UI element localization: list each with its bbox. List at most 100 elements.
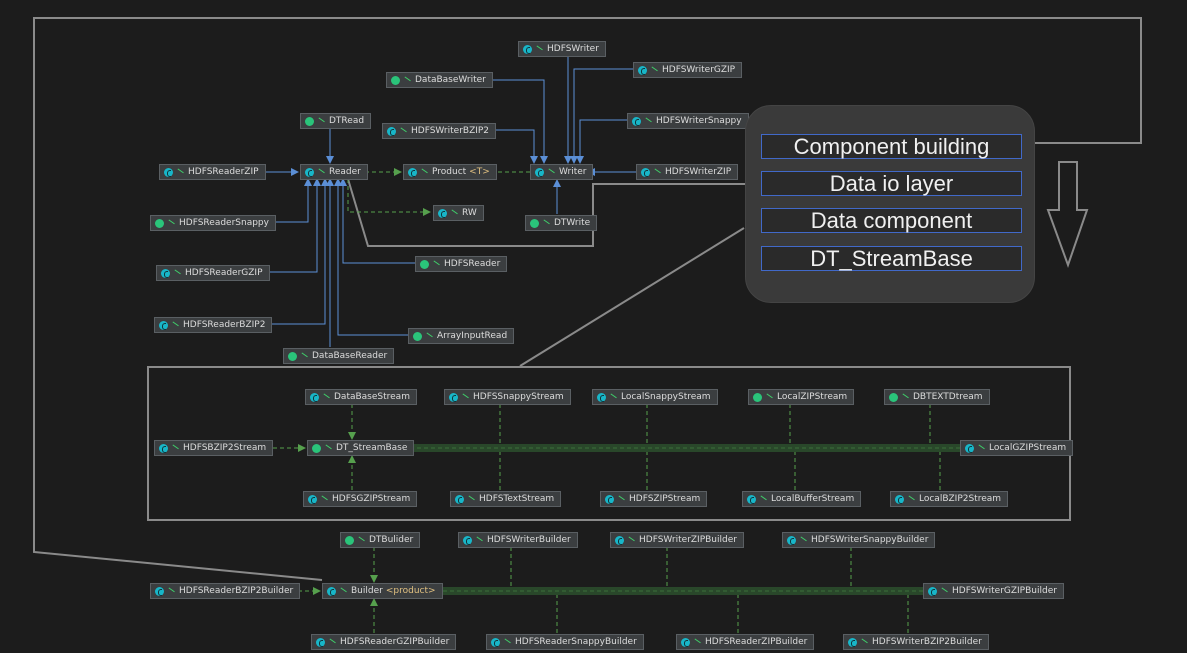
node-database-writer[interactable]: DataBaseWriter [386, 72, 493, 88]
node-label: Reader [329, 167, 361, 177]
node-label: Writer [559, 167, 587, 177]
link-icon [502, 637, 511, 647]
link-icon [449, 208, 458, 218]
node-hdfs-reader-snappy-builder[interactable]: HDFSReaderSnappyBuilder [486, 634, 644, 650]
node-dt-read[interactable]: DTRead [300, 113, 372, 129]
node-hdfs-zip-stream[interactable]: HDFSZIPStream [600, 491, 708, 507]
node-hdfs-reader-gzip[interactable]: HDFSReaderGZIP [156, 265, 270, 281]
link-icon [859, 637, 868, 647]
node-database-stream[interactable]: DataBaseStream [305, 389, 417, 405]
node-hdfs-reader-bzip2-builder[interactable]: HDFSReaderBZIP2Builder [150, 583, 301, 599]
node-dt-write[interactable]: DTWrite [525, 215, 598, 231]
node-hdfs-reader-bzip2[interactable]: HDFSReaderBZIP2 [154, 317, 273, 333]
legend-component-building: Component building [761, 134, 1022, 159]
node-hdfs-writer-snappy-builder[interactable]: HDFSWriterSnappyBuilder [782, 532, 936, 548]
node-rw[interactable]: RW [433, 205, 484, 221]
node-builder[interactable]: Builder<product> [322, 583, 443, 599]
node-hdfs-writer-snappy[interactable]: HDFSWriterSnappy [627, 113, 749, 129]
node-hdfs-snappy-stream[interactable]: HDFSSnappyStream [444, 389, 571, 405]
class-icon [155, 586, 164, 596]
node-hdfs-gzip-stream[interactable]: HDFSGZIPStream [303, 491, 418, 507]
node-label: DataBaseReader [312, 351, 388, 361]
node-hdfs-writer-bzip2-builder[interactable]: HDFSWriterBZIP2Builder [843, 634, 989, 650]
node-hdfs-reader[interactable]: HDFSReader [415, 256, 508, 272]
link-icon [643, 116, 652, 126]
node-hdfs-reader-zip-builder[interactable]: HDFSReaderZIPBuilder [676, 634, 815, 650]
node-hdfs-text-stream[interactable]: HDFSTextStream [450, 491, 562, 507]
node-local-bzip2-stream[interactable]: LocalBZIP2Stream [890, 491, 1009, 507]
link-icon [431, 259, 440, 269]
node-label: HDFSWriterZIP [665, 167, 732, 177]
node-label: HDFSWriterGZIPBuilder [952, 586, 1057, 596]
link-icon [338, 586, 347, 596]
link-icon [798, 535, 807, 545]
class-icon [535, 167, 544, 177]
node-label: LocalGZIPStream [989, 443, 1067, 453]
node-dbtext-dtream[interactable]: DBTEXTDtream [884, 389, 990, 405]
node-label: HDFSWriterBZIP2 [411, 126, 490, 136]
node-local-zip-stream[interactable]: LocalZIPStream [748, 389, 855, 405]
node-local-gzip-stream[interactable]: LocalGZIPStream [960, 440, 1074, 456]
interface-icon [530, 218, 539, 228]
link-icon [323, 443, 332, 453]
node-reader[interactable]: Reader [300, 164, 368, 180]
database-class-icon [391, 75, 400, 85]
node-local-buffer-stream[interactable]: LocalBufferStream [742, 491, 862, 507]
node-hdfs-reader-snappy[interactable]: HDFSReaderSnappy [150, 215, 276, 231]
link-icon [534, 44, 543, 54]
node-label: LocalBZIP2Stream [919, 494, 1002, 504]
class-icon [159, 443, 168, 453]
link-icon [166, 586, 175, 596]
interface-icon [312, 443, 321, 453]
link-icon [608, 392, 617, 402]
link-icon [321, 392, 330, 402]
interface-icon [413, 331, 422, 341]
layer-legend-panel: Component building Data io layer Data co… [745, 105, 1035, 303]
class-icon [638, 65, 647, 75]
class-icon [747, 494, 756, 504]
link-icon [398, 126, 407, 136]
node-local-snappy-stream[interactable]: LocalSnappyStream [592, 389, 718, 405]
class-icon [316, 637, 325, 647]
node-label: Builder [351, 586, 383, 596]
node-hdfs-writer-builder[interactable]: HDFSWriterBuilder [458, 532, 578, 548]
node-hdfs-writer-bzip2[interactable]: HDFSWriterBZIP2 [382, 123, 497, 139]
link-icon [626, 535, 635, 545]
node-hdfs-writer-zip[interactable]: HDFSWriterZIP [636, 164, 739, 180]
link-icon [319, 494, 328, 504]
node-product[interactable]: Product<T> [403, 164, 497, 180]
node-label: HDFSSnappyStream [473, 392, 564, 402]
link-icon [460, 392, 469, 402]
class-icon [463, 535, 472, 545]
class-icon [164, 167, 173, 177]
node-hdfs-writer-gzip-builder[interactable]: HDFSWriterGZIPBuilder [923, 583, 1064, 599]
link-icon [541, 218, 550, 228]
node-database-reader[interactable]: DataBaseReader [283, 348, 395, 364]
node-label: HDFSReaderBZIP2Builder [179, 586, 294, 596]
link-icon [299, 351, 308, 361]
class-icon [491, 637, 500, 647]
link-icon [466, 494, 475, 504]
node-hdfs-writer[interactable]: HDFSWriter [518, 41, 606, 57]
node-hdfs-bzip2-stream[interactable]: HDFSBZIP2Stream [154, 440, 274, 456]
node-array-input-read[interactable]: ArrayInputRead [408, 328, 515, 344]
link-icon [170, 320, 179, 330]
link-icon [764, 392, 773, 402]
interface-icon [305, 116, 314, 126]
link-icon [616, 494, 625, 504]
node-label: DTWrite [554, 218, 591, 228]
node-label: HDFSReaderSnappyBuilder [515, 637, 637, 647]
class-icon [159, 320, 168, 330]
node-dt-bulider[interactable]: DTBulider [340, 532, 421, 548]
node-label: DT_StreamBase [336, 443, 408, 453]
class-icon [455, 494, 464, 504]
link-icon [652, 167, 661, 177]
node-writer[interactable]: Writer [530, 164, 594, 180]
node-hdfs-reader-gzip-builder[interactable]: HDFSReaderGZIPBuilder [311, 634, 457, 650]
node-hdfs-reader-zip[interactable]: HDFSReaderZIP [159, 164, 266, 180]
node-hdfs-writer-gzip[interactable]: HDFSWriterGZIP [633, 62, 743, 78]
node-label: HDFSReaderBZIP2 [183, 320, 266, 330]
node-dt-streambase[interactable]: DT_StreamBase [307, 440, 415, 456]
class-icon [848, 637, 857, 647]
node-hdfs-writer-zip-builder[interactable]: HDFSWriterZIPBuilder [610, 532, 744, 548]
